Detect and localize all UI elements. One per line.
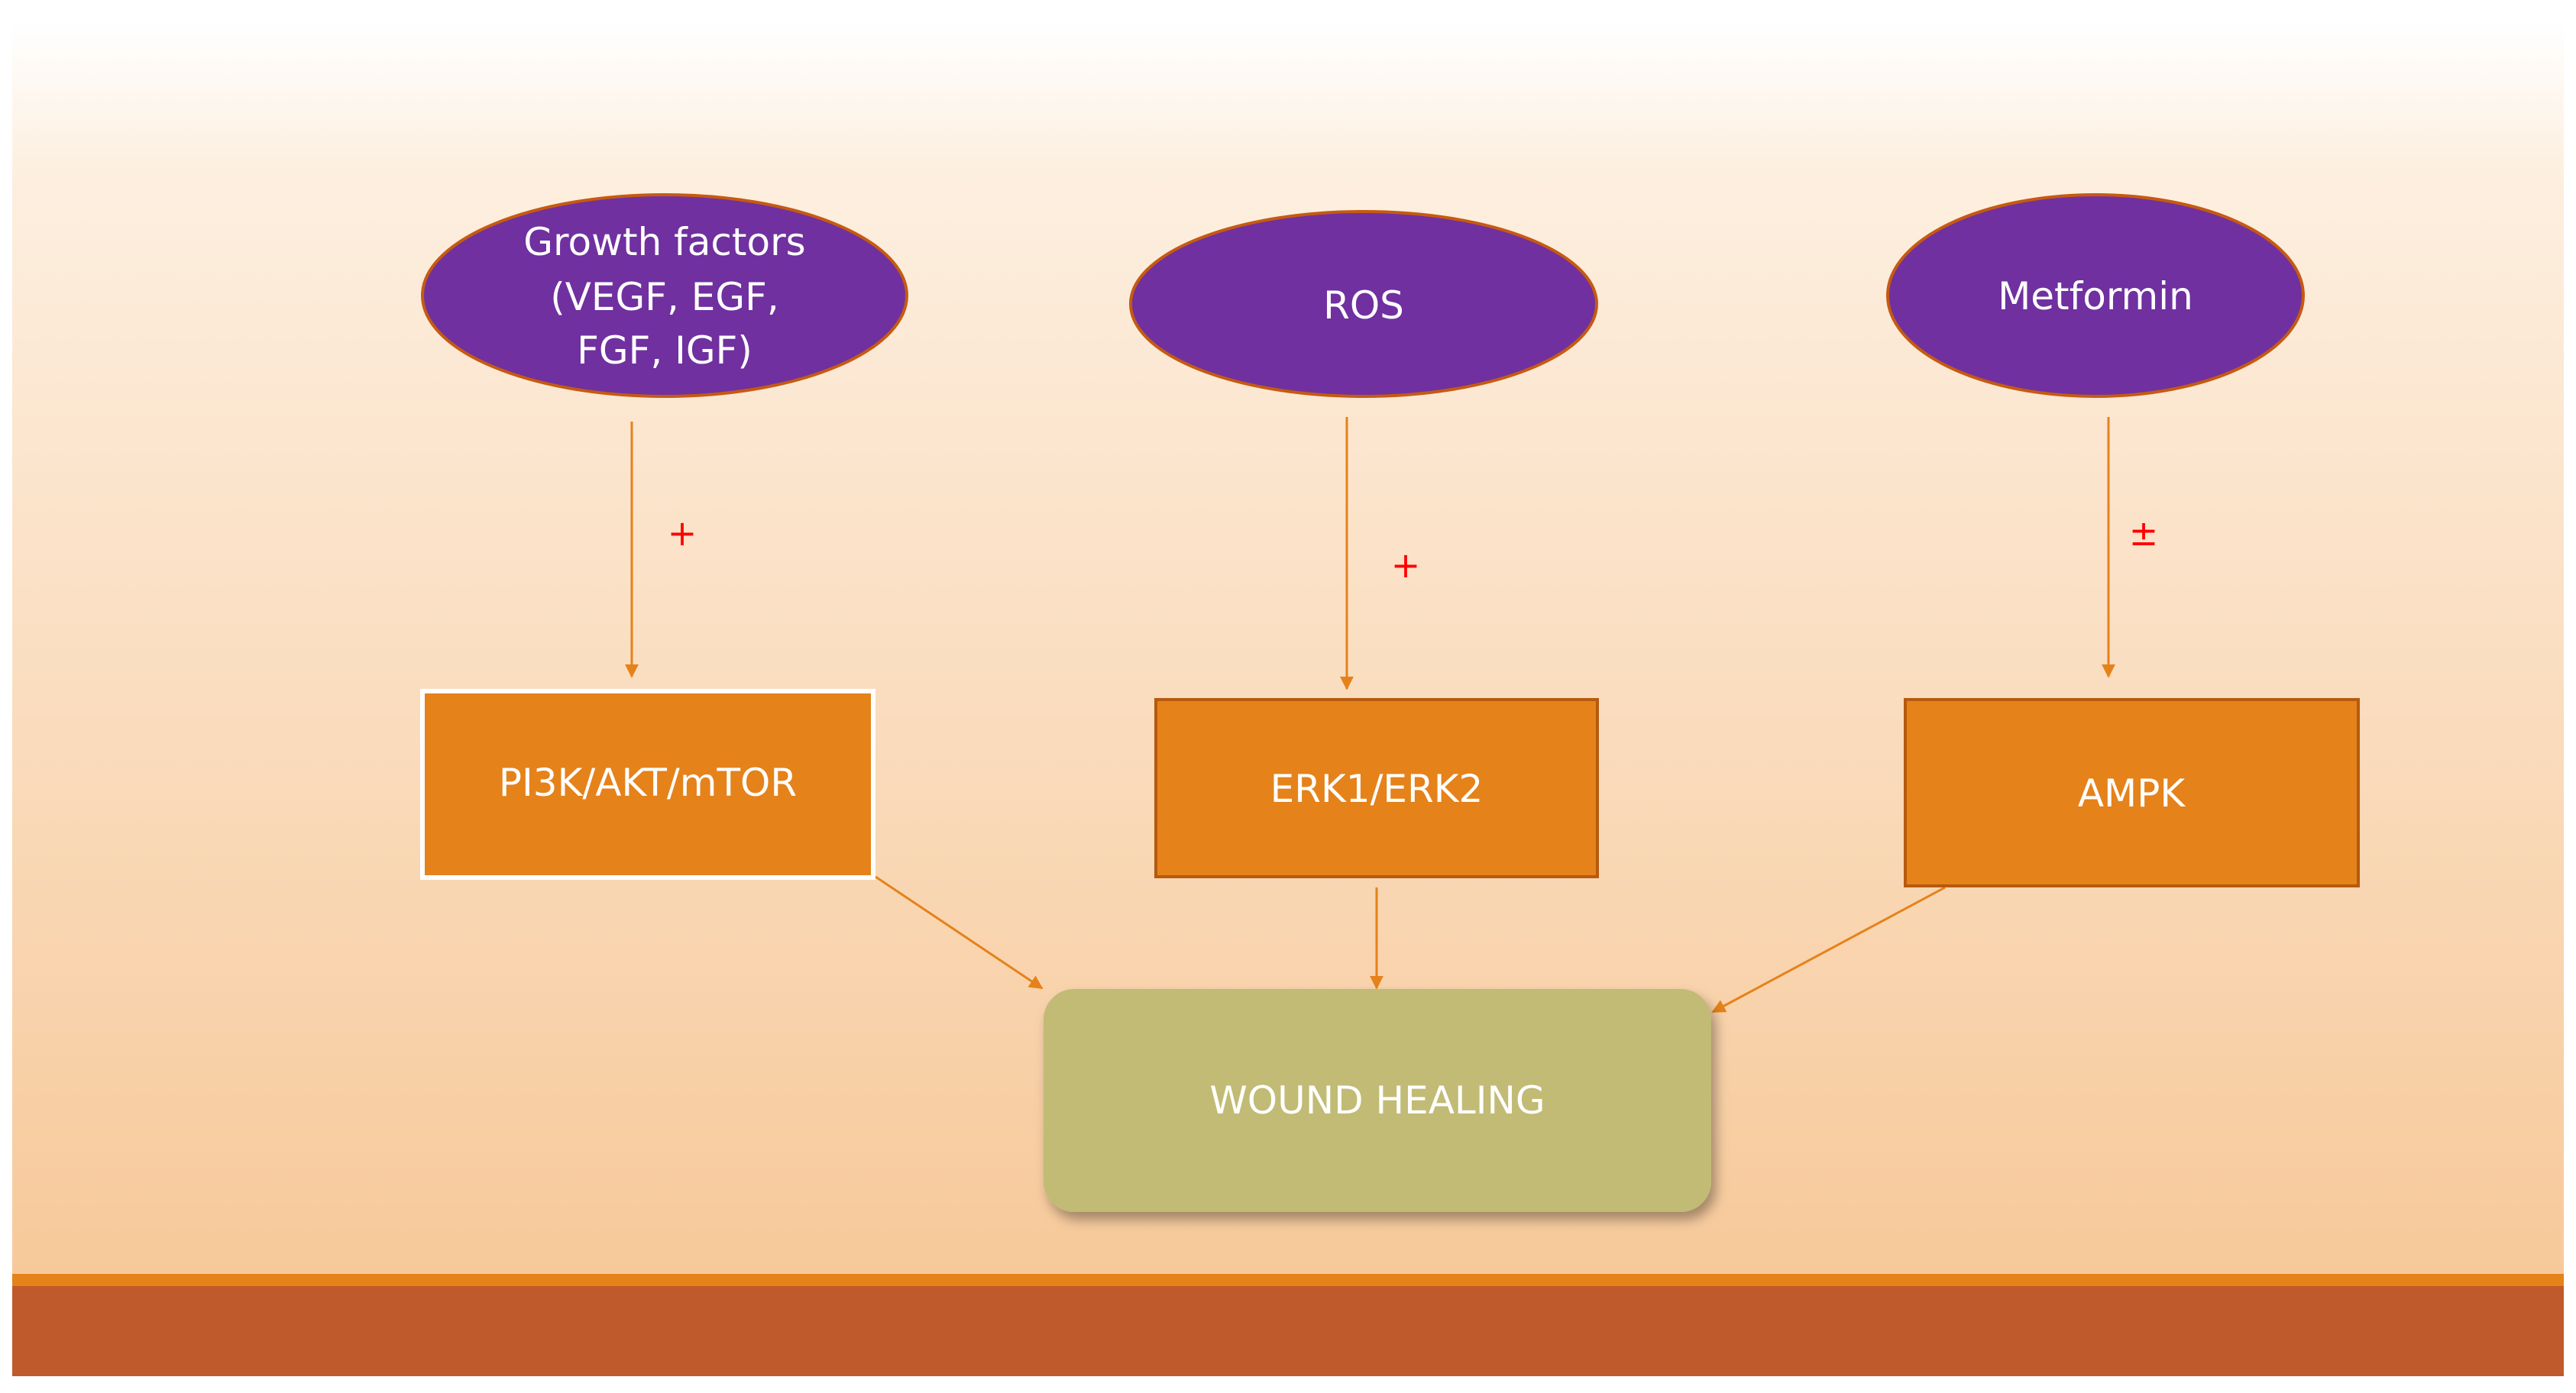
- edge-sign-metformin: ±: [2129, 512, 2159, 554]
- node-pi3k-label: PI3K/AKT/mTOR: [499, 761, 797, 805]
- node-pi3k-akt-mtor: PI3K/AKT/mTOR: [420, 689, 875, 880]
- footer-band: [12, 1286, 2564, 1376]
- edge-sign-ros: +: [1391, 545, 1421, 586]
- node-wound-healing-label: WOUND HEALING: [1209, 1078, 1545, 1123]
- node-metformin: Metformin: [1886, 193, 2305, 398]
- node-ampk: AMPK: [1904, 698, 2360, 887]
- node-ampk-label: AMPK: [2078, 771, 2186, 816]
- node-growth-factors-line-2: (VEGF, EGF,: [550, 275, 779, 319]
- node-metformin-label: Metformin: [1998, 274, 2193, 318]
- node-growth-factors-line-1: Growth factors: [523, 220, 805, 264]
- node-erk-label: ERK1/ERK2: [1270, 767, 1484, 811]
- arrow-ampk-to-wound-healing: [1711, 886, 1946, 1013]
- node-ros: ROS: [1129, 210, 1598, 398]
- edge-sign-growth-factors: +: [668, 512, 697, 554]
- node-wound-healing: WOUND HEALING: [1044, 989, 1711, 1212]
- footer-stripe: [12, 1274, 2564, 1286]
- node-growth-factors-line-3: FGF, IGF): [577, 328, 752, 373]
- node-erk1-erk2: ERK1/ERK2: [1154, 698, 1599, 878]
- arrow-pi3k-to-wound-healing: [875, 875, 1044, 990]
- node-ros-label: ROS: [1323, 283, 1404, 328]
- node-growth-factors: Growth factors (VEGF, EGF, FGF, IGF): [421, 193, 908, 398]
